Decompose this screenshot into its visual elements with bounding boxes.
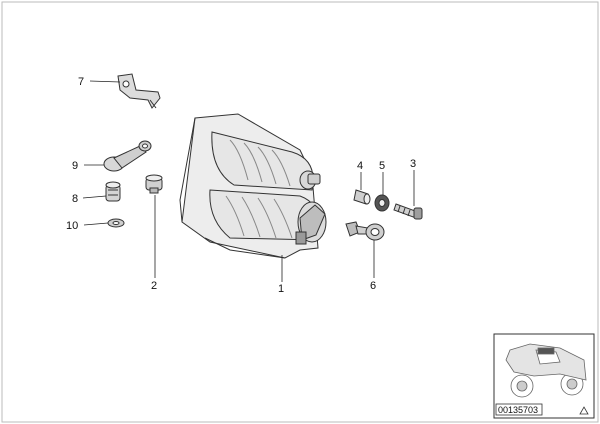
washer[interactable] — [374, 194, 390, 212]
cable-connector[interactable] — [105, 181, 121, 202]
grommet[interactable] — [145, 174, 163, 194]
thumbnail-inset[interactable]: 00135703 — [493, 333, 595, 419]
cable-lug[interactable] — [103, 140, 152, 172]
ring-terminal-bolt[interactable] — [345, 221, 385, 241]
motorcycle-thumbnail-icon — [505, 343, 587, 398]
leader-line-8 — [82, 195, 107, 199]
starter-motor[interactable] — [179, 113, 327, 259]
bushing[interactable] — [353, 189, 371, 205]
callout-5: 5 — [379, 160, 385, 172]
leader-lines — [82, 80, 415, 282]
callout-2: 2 — [151, 280, 157, 292]
callout-3: 3 — [410, 158, 416, 170]
mounting-bracket[interactable] — [117, 73, 161, 109]
lock-nut[interactable] — [107, 218, 125, 228]
leader-line-7 — [89, 80, 121, 83]
callout-9: 9 — [72, 160, 78, 172]
leader-line-10 — [83, 222, 109, 226]
reference-code: 00135703 — [498, 405, 538, 415]
triangle-icon — [579, 406, 589, 415]
hex-bolt[interactable] — [393, 203, 423, 220]
callout-4: 4 — [357, 160, 363, 172]
callout-1: 1 — [278, 283, 284, 295]
callout-7: 7 — [78, 76, 84, 88]
callout-8: 8 — [72, 193, 78, 205]
callout-6: 6 — [370, 280, 376, 292]
callout-10: 10 — [66, 220, 78, 232]
